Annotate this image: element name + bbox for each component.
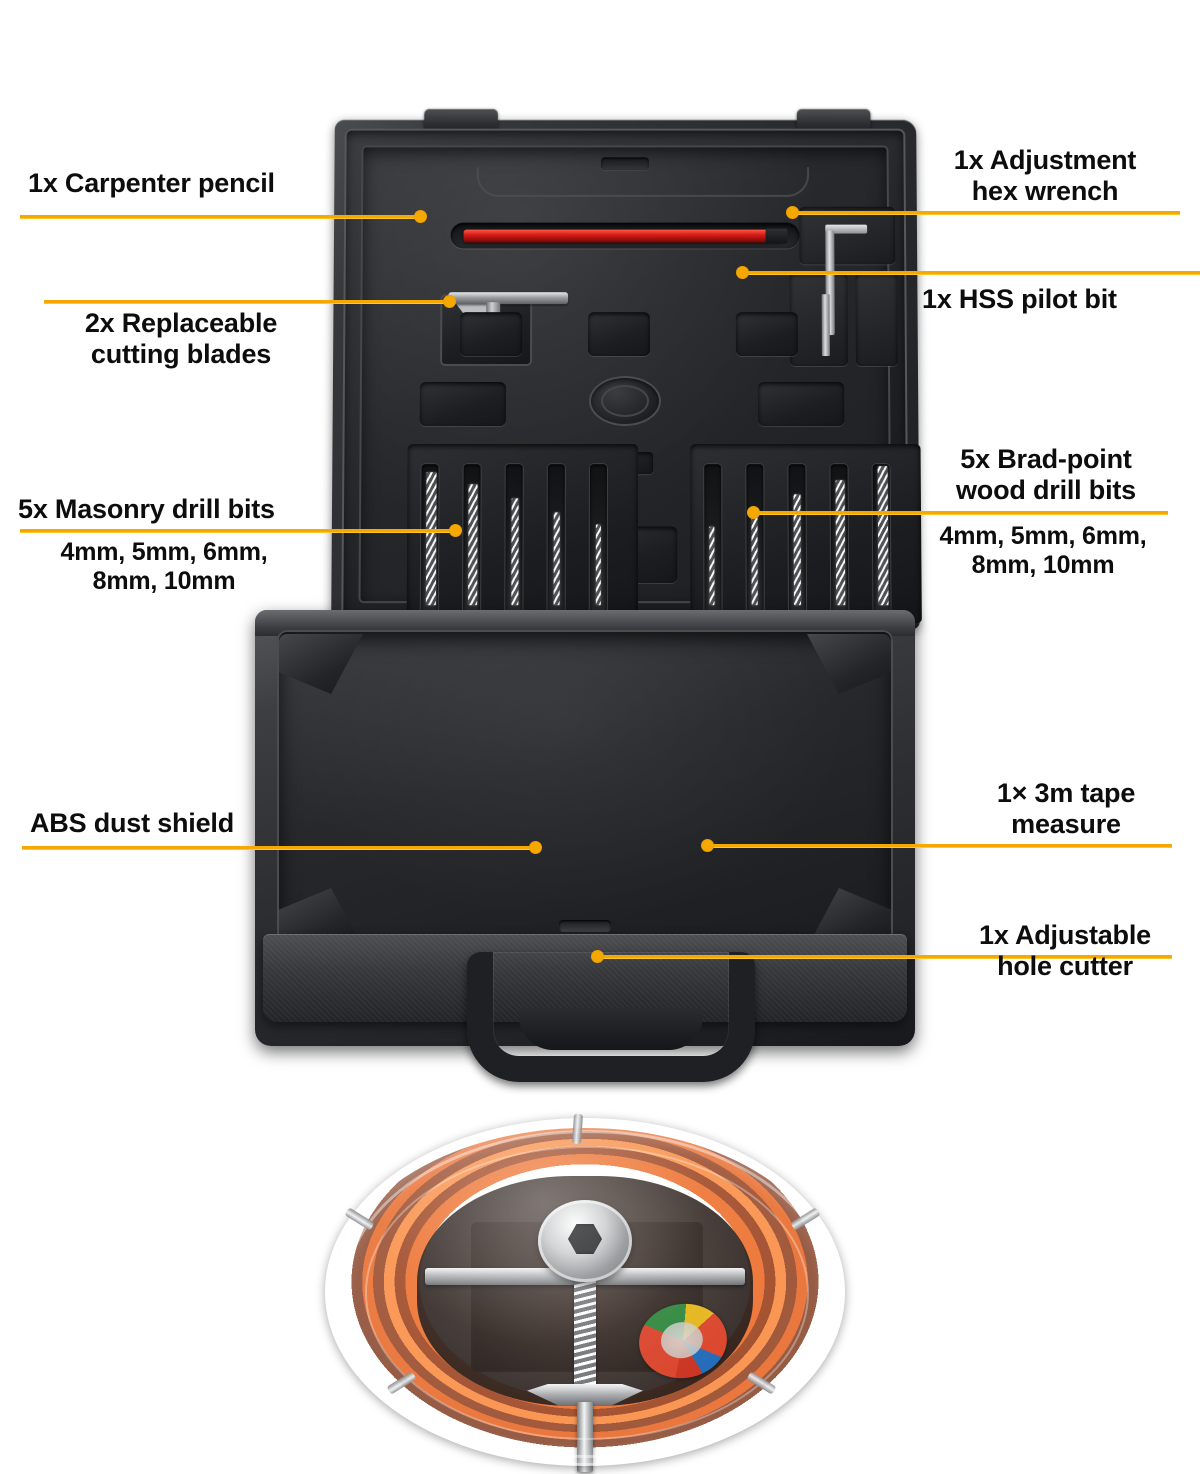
masonry-bit-4mm — [595, 524, 601, 606]
hss-pilot-bit — [821, 294, 830, 357]
callout-adjustment-hex-wrench: 1x Adjustment hex wrench — [953, 145, 1137, 206]
case-front-face — [263, 920, 907, 1022]
leader-dot-tape-measure — [702, 840, 713, 851]
leader-dot-wood-bits — [748, 507, 759, 518]
pilot-bit-pocket — [789, 272, 848, 367]
leader-line-dust-shield — [22, 846, 540, 850]
callout-carpenter-pencil: 1x Carpenter pencil — [28, 168, 275, 198]
carpenter-pencil — [463, 229, 783, 243]
accessory-pocket — [855, 272, 898, 367]
case-base — [255, 610, 915, 1472]
callout-masonry-drill-bits: 5x Masonry drill bits — [18, 494, 275, 524]
case-base-foam-well — [277, 630, 893, 950]
tool-case-illustration — [255, 108, 922, 1472]
callout-replaceable-cutting-blades: 2x Replaceable cutting blades — [84, 308, 278, 369]
lid-recess-lower-left — [419, 381, 506, 427]
leader-line-wood-bits — [758, 511, 1168, 515]
lid-recess-left — [460, 312, 523, 357]
leader-dot-hole-cutter — [592, 951, 603, 962]
leader-line-masonry-bits — [20, 529, 460, 533]
lid-recess-lower-right — [758, 381, 845, 427]
leader-line-carpenter-pencil — [20, 215, 424, 219]
leader-line-pilot-bit — [742, 271, 1200, 275]
masonry-bit-10mm — [425, 472, 437, 606]
masonry-bit-6mm — [511, 498, 519, 606]
wood-bit-5mm — [751, 510, 758, 606]
leader-dot-carpenter-pencil — [415, 211, 426, 222]
hex-wrench-pocket — [799, 206, 896, 265]
case-lid — [331, 108, 922, 630]
callout-abs-dust-shield: ABS dust shield — [30, 808, 235, 838]
wood-bit-8mm — [835, 480, 846, 606]
leader-dot-hex-wrench — [787, 207, 798, 218]
masonry-bit-5mm — [553, 512, 560, 606]
callout-tape-measure: 1× 3m tape measure — [996, 778, 1136, 839]
product-callout-diagram: 1x Carpenter pencil 2x Replaceable cutti… — [0, 0, 1200, 1200]
callout-adjustable-hole-cutter: 1x Adjustable hole cutter — [979, 920, 1151, 981]
leader-line-tape-measure — [712, 844, 1172, 848]
masonry-bit-8mm — [468, 484, 478, 606]
lid-recess-right — [735, 312, 798, 357]
case-latch — [559, 920, 611, 932]
callout-brad-point-wood-drill-bits-sizes: 4mm, 5mm, 6mm, 8mm, 10mm — [939, 522, 1147, 579]
leader-line-hole-cutter — [602, 955, 1172, 959]
cutting-blade-primary — [448, 292, 569, 305]
leader-dot-dust-shield — [530, 842, 541, 853]
callout-masonry-drill-bits-sizes: 4mm, 5mm, 6mm, 8mm, 10mm — [60, 538, 268, 595]
wood-bit-10mm — [877, 466, 889, 606]
leader-dot-cutting-blades — [444, 296, 455, 307]
dust-shield-inner-rim — [365, 1146, 809, 1440]
leader-line-cutting-blades — [44, 300, 454, 304]
leader-dot-masonry-bits — [450, 525, 461, 536]
masonry-bit-rack — [406, 444, 639, 624]
wood-bit-4mm — [709, 526, 715, 606]
wood-bit-rack — [690, 444, 922, 624]
leader-line-hex-wrench — [792, 211, 1180, 215]
case-handle[interactable] — [467, 952, 755, 1082]
lid-recess-center — [588, 312, 650, 357]
callout-brad-point-wood-drill-bits: 5x Brad-point wood drill bits — [956, 444, 1136, 505]
adjustable-hole-cutter-assembly — [325, 1113, 845, 1474]
leader-dot-pilot-bit — [737, 267, 748, 278]
callout-hss-pilot-bit: 1x HSS pilot bit — [922, 284, 1117, 314]
lid-center-boss — [588, 375, 662, 427]
lid-molded-arch — [476, 167, 810, 197]
pencil-tip — [765, 228, 788, 244]
case-handle-grip — [519, 1008, 703, 1050]
